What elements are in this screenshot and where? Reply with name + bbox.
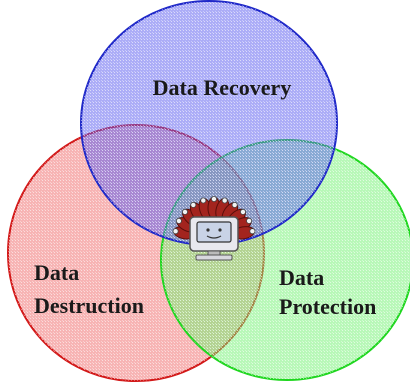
feather-tip	[239, 208, 246, 215]
feather-tip	[246, 217, 253, 224]
label-data-recovery: Data Recovery	[153, 75, 292, 100]
circle-data-recovery	[80, 0, 338, 246]
feather-tip	[210, 195, 217, 202]
feather-tip	[190, 201, 197, 208]
feather-tip	[231, 201, 238, 208]
label-data-destruction: Data Destruction	[34, 260, 144, 318]
feather-tip	[181, 208, 188, 215]
feather-tip	[249, 228, 256, 235]
feather-tip	[221, 197, 228, 204]
feather-tip	[200, 197, 207, 204]
computer-logo-icon	[172, 195, 256, 261]
feather-tip	[172, 228, 179, 235]
feather-tip	[175, 217, 182, 224]
label-data-protection: Data Protection	[279, 265, 376, 319]
